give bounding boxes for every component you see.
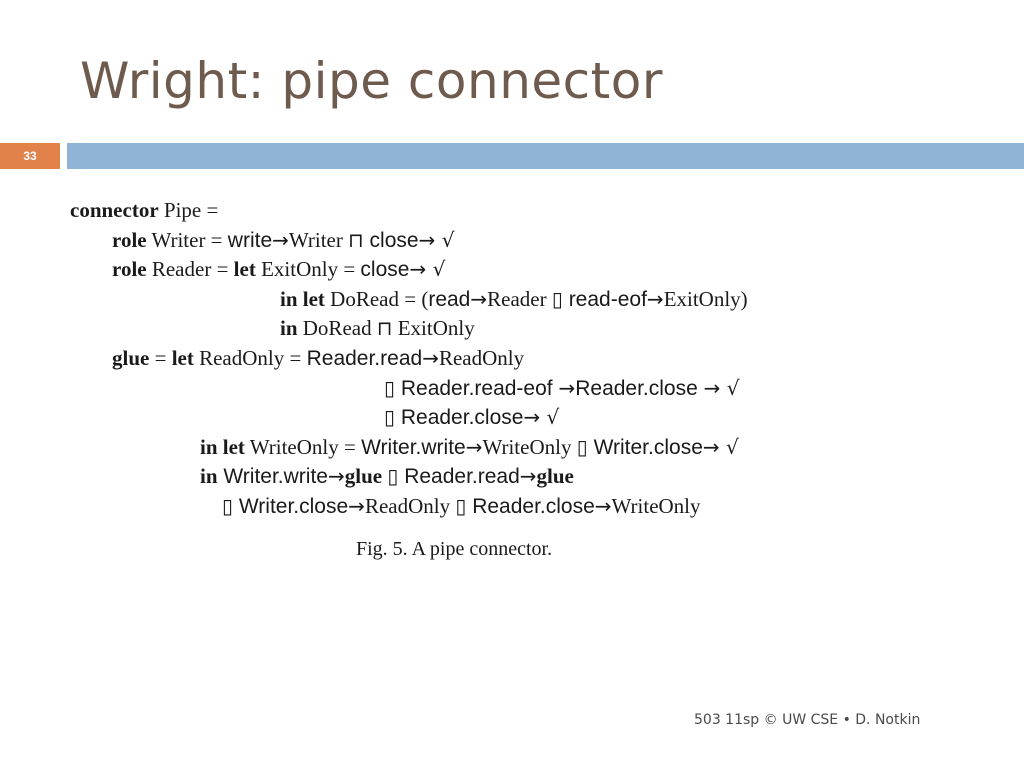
- code-token: role: [112, 227, 147, 252]
- code-token: ▯: [455, 493, 467, 518]
- code-token: →: [465, 434, 483, 459]
- code-token: Reader.close: [575, 376, 704, 400]
- code-token: WriteOnly =: [244, 434, 362, 459]
- code-block: connector Pipe =role Writer = write→Writ…: [70, 196, 748, 522]
- code-token: read: [428, 287, 471, 311]
- code-line: glue = let ReadOnly = Reader.read→ReadOn…: [70, 344, 748, 374]
- code-token: =: [149, 345, 172, 370]
- code-line: role Reader = let ExitOnly = close→ √: [70, 255, 748, 285]
- code-token: ExitOnly =: [255, 257, 361, 282]
- code-token: role: [112, 257, 147, 282]
- code-token: let: [171, 345, 194, 370]
- footer-text: 503 11sp © UW CSE • D. Notkin: [694, 712, 921, 728]
- code-token: in: [200, 464, 218, 489]
- code-token: →: [327, 464, 345, 489]
- code-token: Reader: [487, 286, 552, 311]
- code-token: ▯: [551, 286, 563, 311]
- code-token: Writer: [288, 227, 349, 252]
- code-token: Writer =: [146, 227, 228, 252]
- code-token: →: [272, 227, 289, 252]
- code-token: → √: [702, 434, 739, 459]
- code-line: in let WriteOnly = Writer.write→WriteOnl…: [70, 433, 748, 463]
- code-line: ▯ Reader.close→ √: [70, 403, 748, 433]
- code-token: in: [280, 316, 298, 341]
- code-token: close: [360, 258, 410, 282]
- code-token: ExitOnly: [392, 316, 475, 341]
- code-token: glue: [344, 464, 388, 489]
- code-line: in let DoRead = (read→Reader ▯ read-eof→…: [70, 285, 748, 315]
- code-token: Reader.read-eof: [395, 376, 559, 400]
- code-token: ⊓: [348, 227, 364, 252]
- code-token: ExitOnly): [663, 286, 748, 311]
- code-line: connector Pipe =: [70, 196, 748, 226]
- slide-number: 33: [0, 143, 60, 169]
- code-token: →: [519, 464, 537, 489]
- code-token: ▯: [222, 493, 234, 518]
- code-token: →: [558, 375, 576, 400]
- code-token: ▯: [387, 464, 399, 489]
- code-token: Reader =: [146, 257, 234, 282]
- slide-title: Wright: pipe connector: [80, 52, 663, 110]
- code-token: connector: [70, 198, 159, 222]
- code-line: role Writer = write→Writer ⊓ close→ √: [70, 226, 748, 256]
- code-token: →: [646, 286, 664, 311]
- code-token: WriteOnly: [482, 434, 577, 459]
- code-token: →: [422, 345, 439, 370]
- code-token: glue: [536, 464, 574, 489]
- code-token: Reader.read: [306, 346, 423, 370]
- code-token: write: [227, 228, 273, 252]
- code-token: Writer.close: [233, 494, 349, 518]
- code-token: read-eof: [562, 287, 647, 311]
- code-token: ▯: [384, 375, 396, 400]
- code-token: ReadOnly: [438, 345, 525, 370]
- code-token: →: [348, 493, 365, 518]
- code-token: Pipe =: [158, 198, 219, 222]
- code-token: Writer.write: [217, 465, 328, 489]
- code-line: ▯ Writer.close→ReadOnly ▯ Reader.close→W…: [70, 492, 748, 522]
- code-token: → √: [418, 227, 455, 252]
- code-token: WriteOnly: [611, 493, 701, 518]
- code-token: ReadOnly: [364, 493, 456, 518]
- code-token: →: [594, 493, 612, 518]
- code-token: ▯: [384, 405, 396, 430]
- code-token: Writer.write: [361, 435, 466, 459]
- code-line: in Writer.write→glue ▯ Reader.read→glue: [70, 462, 748, 492]
- code-token: let: [233, 257, 256, 282]
- code-token: DoRead = (: [324, 286, 429, 311]
- code-token: in let: [200, 434, 245, 459]
- code-token: Reader.close: [395, 406, 524, 430]
- code-token: glue: [112, 345, 150, 370]
- figure-caption: Fig. 5. A pipe connector.: [356, 538, 553, 560]
- code-token: in let: [280, 286, 325, 311]
- code-token: ⊓: [376, 316, 393, 341]
- code-token: Writer.close: [587, 435, 703, 459]
- code-token: ▯: [576, 434, 588, 459]
- code-token: → √: [703, 375, 740, 400]
- code-token: →: [470, 286, 488, 311]
- code-line: in DoRead ⊓ ExitOnly: [70, 314, 748, 344]
- code-token: DoRead: [297, 316, 377, 341]
- code-token: close: [363, 228, 419, 252]
- title-divider-bar: [67, 143, 1024, 169]
- code-token: → √: [523, 405, 560, 430]
- code-token: Reader.close: [466, 494, 595, 518]
- code-token: → √: [409, 257, 446, 282]
- code-token: ReadOnly =: [193, 345, 307, 370]
- code-line: ▯ Reader.read-eof →Reader.close → √: [70, 374, 748, 404]
- code-token: Reader.read: [398, 465, 520, 489]
